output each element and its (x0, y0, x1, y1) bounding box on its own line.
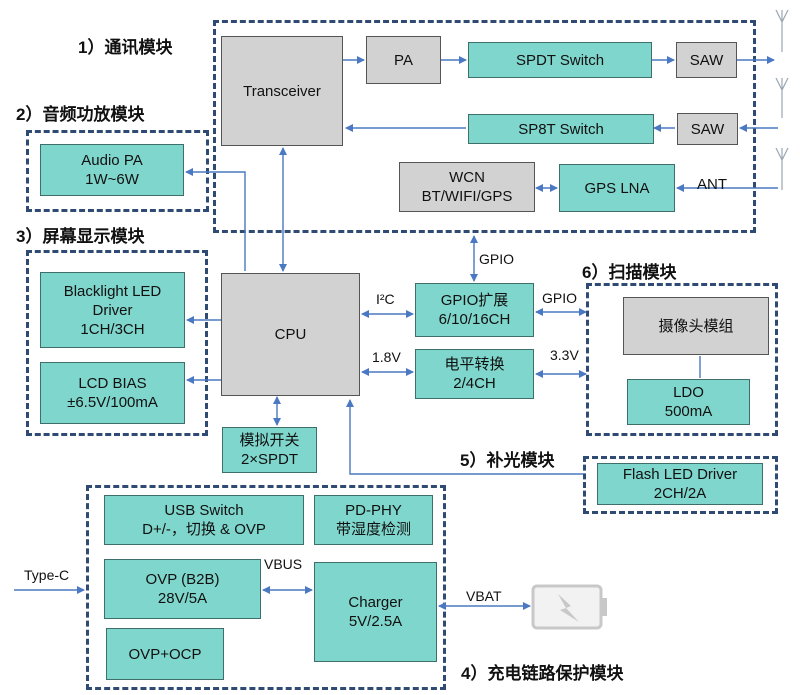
gpio-top-label: GPIO (479, 251, 515, 267)
level-shifter-block: 电平转换 2/4CH (415, 349, 534, 399)
type-c-label: Type-C (24, 567, 70, 583)
transceiver-block: Transceiver (221, 36, 343, 146)
audio-pa-power: 1W~6W (85, 171, 139, 188)
usb-switch-spec: D+/-，切换 & OVP (142, 521, 266, 538)
gps-lna-label: GPS LNA (584, 179, 650, 197)
lcd-bias-label: LCD BIAS (78, 375, 147, 392)
backlight-driver-block: Blacklight LED Driver 1CH/3CH (40, 272, 185, 348)
camera-module-label: 摄像头模组 (658, 317, 734, 335)
charging-module-frame (86, 485, 446, 690)
gps-lna-block: GPS LNA (559, 164, 675, 212)
flash-driver-label: Flash LED Driver (622, 466, 738, 483)
analog-switch-label: 模拟开关 (239, 432, 300, 449)
backlight-label: Blacklight LED (63, 282, 162, 300)
ovp-b2b-label: OVP (B2B) (145, 571, 220, 588)
spdt-switch-block: SPDT Switch (468, 42, 652, 78)
display-module-frame (26, 250, 208, 436)
wire-flash-cpu (346, 399, 583, 475)
lcd-bias-block: LCD BIAS ±6.5V/100mA (40, 362, 185, 424)
v33-label: 3.3V (550, 347, 579, 363)
pd-phy-block: PD-PHY 带湿度检测 (314, 495, 433, 545)
charger-label: Charger (348, 594, 403, 611)
ldo-block: LDO 500mA (627, 379, 750, 425)
saw-block-rx: SAW (677, 113, 738, 145)
wcn-block: WCN BT/WIFI/GPS (399, 162, 535, 212)
saw-tx-label: SAW (689, 51, 724, 69)
pd-phy-label: PD-PHY (345, 502, 402, 519)
wcn-sub-label: BT/WIFI/GPS (421, 188, 513, 205)
wcn-label: WCN (449, 169, 485, 186)
comm-module-frame (213, 20, 756, 233)
display-module-title: 3）屏幕显示模块 (16, 227, 145, 246)
sp8t-label: SP8T Switch (518, 120, 604, 138)
audio-pa-label: Audio PA (81, 152, 143, 169)
charger-block: Charger 5V/2.5A (314, 562, 437, 662)
saw-rx-label: SAW (690, 120, 725, 138)
flash-led-driver-block: Flash LED Driver 2CH/2A (597, 463, 763, 505)
ovp-b2b-block: OVP (B2B) 28V/5A (104, 559, 261, 619)
ant-label: ANT (697, 176, 727, 193)
scan-module-frame (586, 283, 778, 436)
backlight-label-2: Driver (92, 301, 133, 319)
pa-label: PA (394, 51, 413, 69)
charger-spec: 5V/2.5A (348, 613, 403, 630)
vbat-label: VBAT (466, 588, 502, 604)
ovp-ocp-label: OVP+OCP (128, 645, 202, 663)
gpio-expander-channels: 6/10/16CH (438, 311, 511, 328)
lcd-bias-spec: ±6.5V/100mA (67, 394, 158, 411)
fill-light-module-frame (583, 456, 778, 514)
i2c-label: I²C (376, 291, 395, 307)
spdt-label: SPDT Switch (515, 51, 605, 69)
gpio-right-label: GPIO (542, 290, 578, 306)
usb-switch-label: USB Switch (164, 502, 244, 519)
saw-block-tx: SAW (676, 42, 737, 78)
flash-driver-spec: 2CH/2A (653, 485, 707, 502)
v18-label: 1.8V (372, 349, 401, 365)
analog-switch-spec: 2×SPDT (240, 451, 299, 468)
sp8t-switch-block: SP8T Switch (468, 114, 654, 144)
gpio-expander-label: GPIO扩展 (440, 292, 509, 309)
wire-cpu-audiopa (185, 168, 246, 271)
usb-switch-block: USB Switch D+/-，切换 & OVP (104, 495, 304, 545)
gpio-expander-block: GPIO扩展 6/10/16CH (415, 283, 534, 337)
cpu-block: CPU (221, 273, 360, 396)
ldo-spec: 500mA (664, 403, 713, 420)
ldo-label: LDO (673, 384, 704, 401)
transceiver-label: Transceiver (243, 82, 321, 100)
audio-module-frame (26, 130, 209, 212)
analog-switch-block: 模拟开关 2×SPDT (222, 427, 317, 473)
ovp-ocp-block: OVP+OCP (106, 628, 224, 680)
ovp-b2b-spec: 28V/5A (157, 590, 208, 607)
antenna-icon (775, 9, 789, 190)
pd-phy-spec: 带湿度检测 (335, 521, 411, 538)
fill-light-module-title: 5）补光模块 (460, 451, 555, 470)
audio-pa-block: Audio PA 1W~6W (40, 144, 184, 196)
scan-module-title: 6）扫描模块 (582, 263, 677, 282)
charging-module-title: 4）充电链路保护模块 (461, 664, 624, 683)
level-shifter-channels: 2/4CH (453, 375, 496, 392)
pa-block: PA (366, 36, 441, 84)
camera-module-block: 摄像头模组 (623, 297, 769, 355)
vbus-label: VBUS (264, 556, 303, 572)
level-shifter-label: 电平转换 (444, 356, 505, 373)
cpu-label: CPU (274, 326, 307, 343)
audio-module-title: 2）音频功放模块 (16, 105, 145, 124)
comm-module-title: 1）通讯模块 (78, 38, 173, 57)
battery-icon (531, 584, 607, 630)
backlight-channels: 1CH/3CH (80, 320, 145, 338)
